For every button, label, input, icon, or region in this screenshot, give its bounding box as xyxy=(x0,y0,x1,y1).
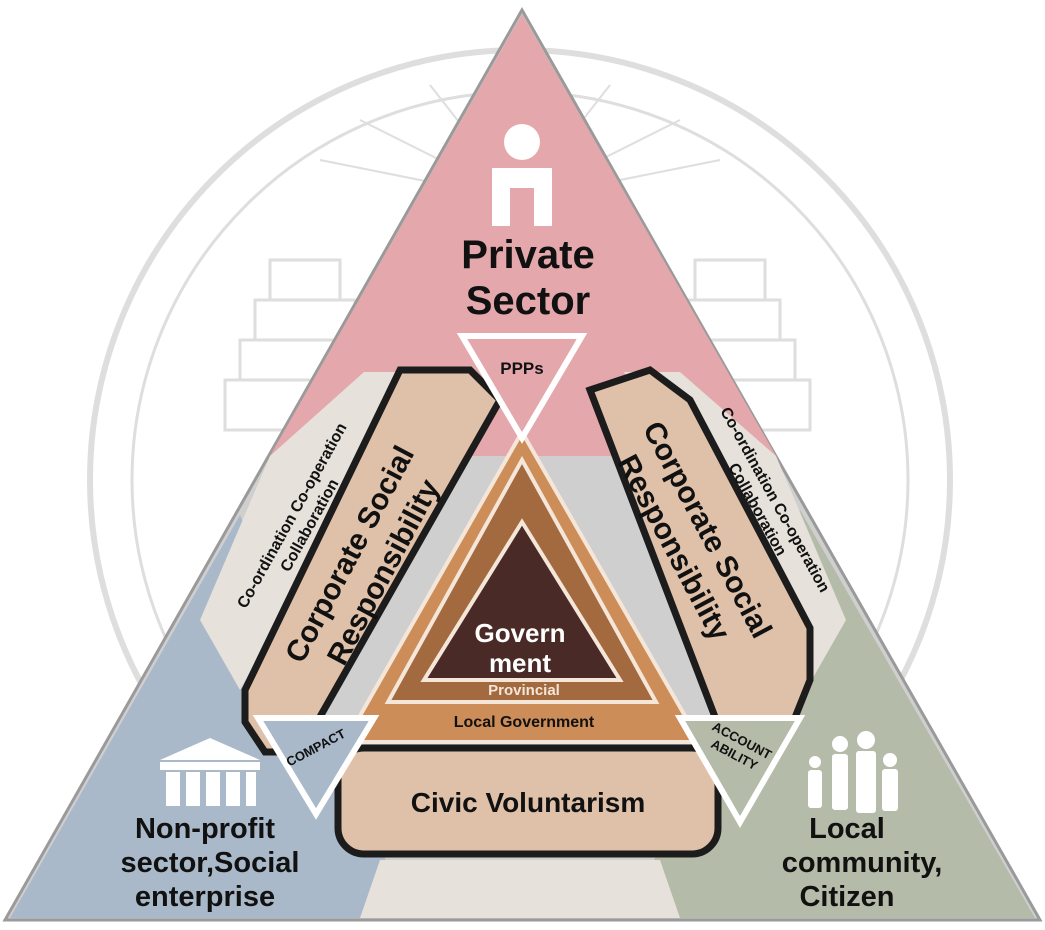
non-profit-label-line3: enterprise xyxy=(135,881,275,913)
ppp-link-triangle xyxy=(456,333,588,444)
community-label-line3: Citizen xyxy=(799,881,894,913)
family-icon xyxy=(808,731,898,813)
government-triangle xyxy=(420,518,624,682)
civic-voluntarism-box xyxy=(334,744,722,858)
community-label-line1: Local xyxy=(809,813,885,845)
accountability-link-triangle xyxy=(674,715,806,829)
person-icon xyxy=(492,124,552,226)
government-label-line2: ment xyxy=(489,648,551,678)
government-label-line1: Govern xyxy=(474,618,565,648)
non-profit-region xyxy=(10,515,410,918)
local-government-label: Local Government xyxy=(454,714,595,731)
non-profit-label-line2: sector,Social xyxy=(121,847,300,879)
non-profit-label-line1: Non-profit xyxy=(135,813,275,845)
provincial-label: Provincial xyxy=(488,682,560,699)
ppp-label: PPPs xyxy=(500,359,543,378)
community-label-line2: community, xyxy=(782,847,943,879)
community-region xyxy=(630,510,1035,918)
bottom-band xyxy=(360,860,680,918)
private-sector-region xyxy=(270,14,776,456)
civic-voluntarism-label: Civic Voluntarism xyxy=(411,787,645,818)
private-sector-title-line2: Sector xyxy=(466,279,591,323)
compact-link-triangle xyxy=(252,715,380,820)
private-sector-title-line1: Private xyxy=(461,233,594,277)
building-icon xyxy=(160,738,260,806)
